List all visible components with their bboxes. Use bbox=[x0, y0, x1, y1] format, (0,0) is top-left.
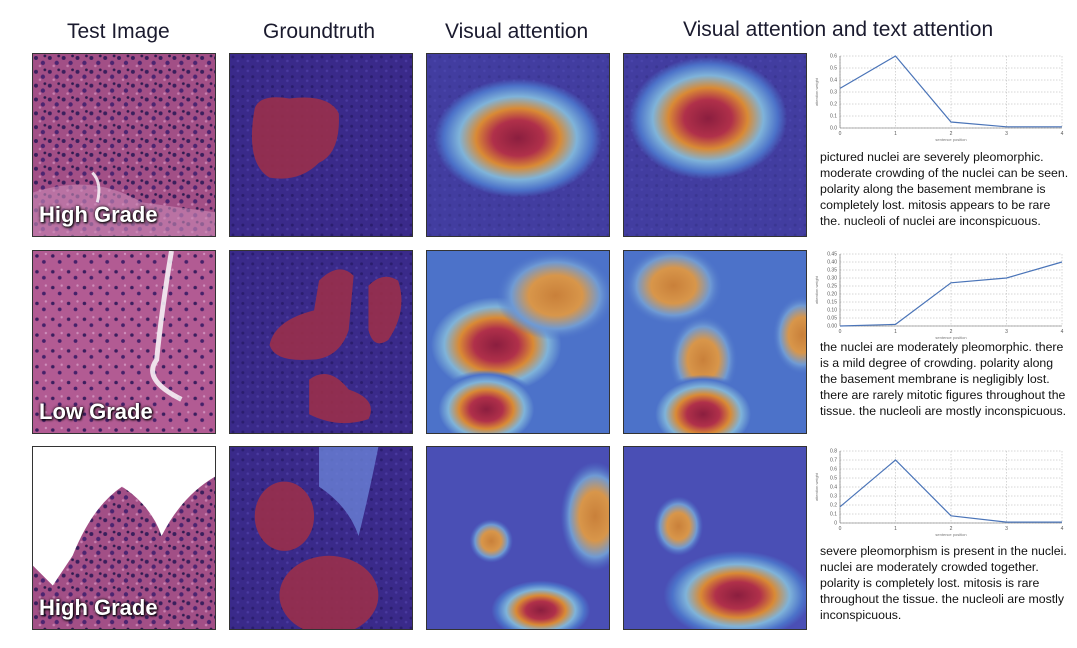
y-tick-label: 0.4 bbox=[830, 78, 837, 84]
y-tick-label: 0.6 bbox=[830, 467, 837, 473]
x-tick-label: 1 bbox=[894, 131, 897, 137]
y-tick-label: 0.2 bbox=[830, 102, 837, 108]
visual-attention-1 bbox=[426, 53, 610, 237]
y-tick-label: 0.1 bbox=[830, 114, 837, 120]
grade-label: High Grade bbox=[39, 595, 158, 620]
visual-text-attention-2 bbox=[623, 250, 807, 434]
caption-2: the nuclei are moderately pleomorphic. t… bbox=[820, 340, 1067, 418]
attention-line bbox=[839, 459, 1062, 523]
header-groundtruth: Groundtruth bbox=[263, 20, 376, 43]
y-tick-label: 0.10 bbox=[827, 308, 837, 314]
y-tick-label: 0.15 bbox=[827, 300, 837, 306]
x-tick-label: 4 bbox=[1061, 131, 1064, 137]
test-image-1: High Grade bbox=[32, 53, 216, 237]
header-visual-attention: Visual attention bbox=[445, 20, 589, 43]
x-axis-label: sentence position bbox=[935, 335, 966, 340]
groundtruth-3 bbox=[229, 446, 413, 630]
x-tick-label: 2 bbox=[950, 131, 953, 137]
caption-1: pictured nuclei are severely pleomorphic… bbox=[820, 150, 1069, 228]
y-tick-label: 0.7 bbox=[830, 458, 837, 464]
x-tick-label: 3 bbox=[1005, 526, 1008, 532]
y-tick-label: 0.1 bbox=[830, 512, 837, 518]
y-tick-label: 0.45 bbox=[827, 252, 837, 258]
x-tick-label: 2 bbox=[950, 526, 953, 532]
caption-3: severe pleomorphism is present in the nu… bbox=[820, 544, 1067, 622]
text-attention-chart-2: 0.00 0.05 0.10 0.15 0.20 0.25 0.30 0.35 0.40 0.45… bbox=[810, 248, 1070, 340]
y-tick-label: 0.3 bbox=[830, 90, 837, 96]
test-image-3: High Grade bbox=[32, 446, 216, 630]
x-tick-label: 1 bbox=[894, 329, 897, 335]
x-tick-label: 4 bbox=[1061, 526, 1064, 532]
y-axis-label: attention weight bbox=[814, 77, 819, 106]
grade-label: High Grade bbox=[39, 202, 158, 227]
y-tick-label: 0.35 bbox=[827, 268, 837, 274]
x-tick-label: 0 bbox=[839, 526, 842, 532]
x-tick-label: 0 bbox=[839, 329, 842, 335]
x-tick-label: 3 bbox=[1005, 329, 1008, 335]
y-tick-label: 0.00 bbox=[827, 324, 837, 330]
y-tick-label: 0.20 bbox=[827, 292, 837, 298]
header-test-image: Test Image bbox=[67, 20, 170, 43]
visual-attention-2 bbox=[426, 250, 610, 434]
y-tick-label: 0.5 bbox=[830, 476, 837, 482]
test-image-2: Low Grade bbox=[32, 250, 216, 434]
groundtruth-2 bbox=[229, 250, 413, 434]
header-visual-text-attention: Visual attention and text attention bbox=[683, 18, 994, 41]
y-tick-label: 0.5 bbox=[830, 66, 837, 72]
visual-attention-3 bbox=[426, 446, 610, 630]
y-tick-label: 0.40 bbox=[827, 260, 837, 266]
x-tick-label: 3 bbox=[1005, 131, 1008, 137]
y-tick-label: 0.25 bbox=[827, 284, 837, 290]
x-axis-label: sentence position bbox=[935, 137, 966, 142]
visual-text-attention-3 bbox=[623, 446, 807, 630]
visual-text-attention-1 bbox=[623, 53, 807, 237]
grade-label: Low Grade bbox=[39, 399, 153, 424]
y-tick-label: 0.0 bbox=[830, 126, 837, 132]
x-tick-label: 0 bbox=[839, 131, 842, 137]
y-tick-label: 0.05 bbox=[827, 316, 837, 322]
y-tick-label: 0.8 bbox=[830, 449, 837, 455]
y-tick-label: 0.2 bbox=[830, 503, 837, 509]
groundtruth-1 bbox=[229, 53, 413, 237]
y-tick-label: 0.4 bbox=[830, 485, 837, 491]
y-axis-label: attention weight bbox=[814, 472, 819, 501]
attention-line bbox=[839, 55, 1062, 128]
y-axis-label: attention weight bbox=[814, 275, 819, 304]
y-tick-label: 0.3 bbox=[830, 494, 837, 500]
x-tick-label: 1 bbox=[894, 526, 897, 532]
text-attention-chart-3: 0 0.1 0.2 0.3 0.4 0.5 0.6 0.7 0.8 0 1 2 3 4 sentence p… bbox=[810, 445, 1070, 537]
x-tick-label: 4 bbox=[1061, 329, 1064, 335]
y-tick-label: 0.6 bbox=[830, 54, 837, 60]
x-tick-label: 2 bbox=[950, 329, 953, 335]
y-tick-label: 0.30 bbox=[827, 276, 837, 282]
x-axis-label: sentence position bbox=[935, 532, 966, 537]
text-attention-chart-1: 0.0 0.1 0.2 0.3 0.4 0.5 0.6 0 1 2 3 4 sentence posit… bbox=[810, 50, 1070, 142]
attention-line bbox=[839, 261, 1063, 327]
y-tick-label: 0 bbox=[834, 521, 837, 527]
